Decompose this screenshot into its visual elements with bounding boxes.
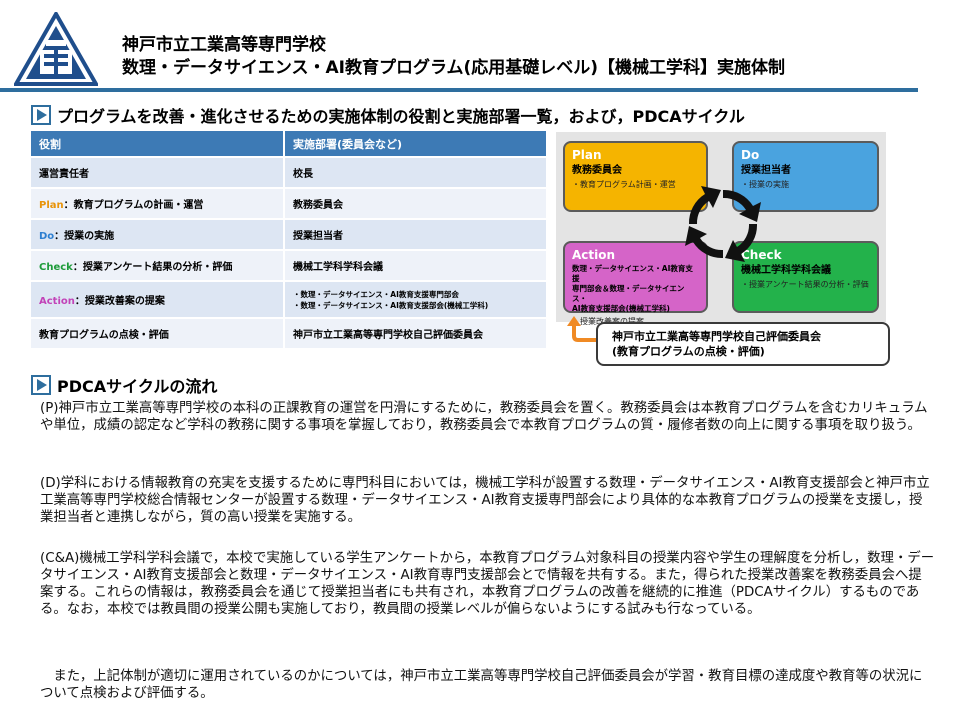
role-cell: 運営責任者 (31, 156, 285, 188)
check-title: Check (741, 248, 782, 262)
dept-cell: 授業担当者 (284, 218, 548, 250)
header-title: 神戸市立工業高等専門学校 数理・データサイエンス・AI教育プログラム(応用基礎レ… (122, 34, 785, 80)
school-name: 神戸市立工業高等専門学校 (122, 35, 326, 55)
school-logo (14, 12, 98, 86)
dept-cell: 機械工学科学科会議 (284, 249, 548, 281)
role-cell: Do：授業の実施 (31, 218, 285, 250)
cycle-arrows-icon (685, 186, 761, 262)
play-triangle-icon (31, 105, 51, 125)
roles-table: 役割 実施部署(委員会など) 運営責任者 校長 Plan：教育プログラムの計画・… (31, 131, 548, 348)
pdca-plan-box: Plan 教務委員会 ・教育プログラム計画・運営 (563, 141, 708, 212)
evaluation-line: (教育プログラムの点検・評価) (612, 345, 765, 358)
action-title: Action (572, 248, 616, 262)
check-org: 機械工学科学科会議 (741, 265, 831, 276)
role-text: ：授業改善案の提案 (74, 296, 165, 307)
role-prefix-plan: Plan (39, 200, 64, 211)
role-cell: Check：授業アンケート結果の分析・評価 (31, 249, 285, 281)
paragraph-check-action: (C&A)機械工学科学科会議で，本校で実施している学生アンケートから，本教育プロ… (40, 551, 935, 617)
structure-section-heading: プログラムを改善・進化させるための実施体制の役割と実施部署一覧，および，PDCA… (31, 104, 745, 126)
role-prefix-check: Check (39, 262, 73, 273)
dept-cell: 教務委員会 (284, 187, 548, 219)
action-org-line: AI教育支援部会(機械工学科) (572, 304, 670, 313)
table-row: Do：授業の実施 授業担当者 (31, 218, 548, 250)
paragraph-do: (D)学科における情報教育の充実を支援するために専門科目においては，機械工学科が… (40, 476, 930, 525)
dept-line: ・数理・データサイエンス・AI教育支援部会(機械工学科) (293, 300, 489, 310)
play-triangle-icon (31, 375, 51, 395)
do-org: 授業担当者 (741, 165, 791, 176)
column-header-dept: 実施部署(委員会など) (284, 131, 548, 157)
pdca-check-box: Check 機械工学科学科会議 ・授業アンケート結果の分析・評価 (732, 241, 879, 313)
check-desc: ・授業アンケート結果の分析・評価 (741, 280, 869, 289)
role-cell: 教育プログラムの点検・評価 (31, 317, 285, 348)
action-desc: ・授業改善案の提案 (572, 316, 699, 327)
evaluation-line: 神戸市立工業高等専門学校自己評価委員会 (612, 330, 821, 343)
plan-org: 教務委員会 (572, 165, 622, 176)
self-evaluation-committee-box: 神戸市立工業高等専門学校自己評価委員会 (教育プログラムの点検・評価) (596, 322, 890, 366)
table-header-row: 役割 実施部署(委員会など) (31, 131, 548, 157)
paragraph-plan: (P)神戸市立工業高等専門学校の本科の正課教育の運営を円滑にするために，教務委員… (40, 401, 928, 433)
program-title: 数理・データサイエンス・AI教育プログラム(応用基礎レベル)【機械工学科】実施体… (122, 58, 785, 78)
action-org-line: 数理・データサイエンス・AI教育支援 (572, 264, 693, 283)
pdca-action-box: Action 数理・データサイエンス・AI教育支援 専門部会＆数理・データサイエ… (563, 241, 708, 326)
table-row: Check：授業アンケート結果の分析・評価 機械工学科学科会議 (31, 249, 548, 281)
header-divider (0, 88, 918, 92)
table-row: Action：授業改善案の提案 ・数理・データサイエンス・AI教育支援専門部会 … (31, 280, 548, 318)
paragraph-evaluation: また，上記体制が適切に運用されているのかについては，神戸市立工業高等専門学校自己… (40, 669, 923, 701)
plan-desc: ・教育プログラム計画・運営 (572, 180, 676, 189)
action-org: 数理・データサイエンス・AI教育支援 専門部会＆数理・データサイエンス・ AI教… (572, 264, 699, 314)
dept-cell: ・数理・データサイエンス・AI教育支援専門部会 ・数理・データサイエンス・AI教… (284, 280, 548, 318)
table-row: Plan：教育プログラムの計画・運営 教務委員会 (31, 187, 548, 219)
role-text: ：授業の実施 (54, 231, 115, 242)
dept-line: ・数理・データサイエンス・AI教育支援専門部会 (293, 289, 459, 299)
structure-heading-text: プログラムを改善・進化させるための実施体制の役割と実施部署一覧，および，PDCA… (57, 107, 745, 126)
role-cell: Plan：教育プログラムの計画・運営 (31, 187, 285, 219)
flow-section-heading: PDCAサイクルの流れ (31, 374, 217, 396)
dept-cell: 校長 (284, 156, 548, 188)
table-row: 運営責任者 校長 (31, 156, 548, 188)
plan-title: Plan (572, 148, 602, 162)
do-desc: ・授業の実施 (741, 180, 789, 189)
pdca-do-box: Do 授業担当者 ・授業の実施 (732, 141, 879, 212)
role-text: 運営責任者 (39, 169, 89, 180)
table-row: 教育プログラムの点検・評価 神戸市立工業高等専門学校自己評価委員会 (31, 317, 548, 348)
role-text: 教育プログラムの点検・評価 (39, 330, 169, 341)
do-title: Do (741, 148, 760, 162)
action-org-line: 専門部会＆数理・データサイエンス・ (572, 284, 685, 303)
flow-heading-text: PDCAサイクルの流れ (57, 377, 218, 396)
role-text: ：教育プログラムの計画・運営 (63, 200, 204, 211)
return-arrow-icon (567, 316, 596, 342)
role-prefix-action: Action (39, 296, 75, 307)
role-cell: Action：授業改善案の提案 (31, 280, 285, 318)
dept-cell: 神戸市立工業高等専門学校自己評価委員会 (284, 317, 548, 348)
column-header-role: 役割 (31, 131, 285, 157)
role-text: ：授業アンケート結果の分析・評価 (72, 262, 233, 273)
role-prefix-do: Do (39, 231, 55, 242)
